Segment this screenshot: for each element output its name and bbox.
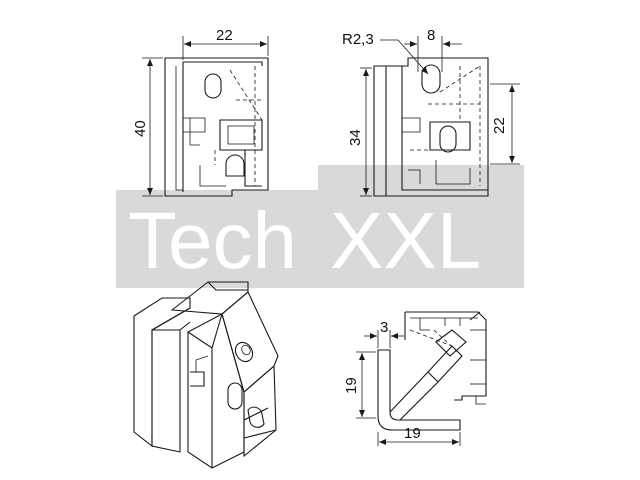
front-width-dimension: 22: [216, 27, 233, 44]
section-wall-dimension: 3: [380, 319, 388, 336]
watermark-right-text: XXL: [330, 196, 481, 285]
side-view: R2,3 8 34 22: [342, 27, 520, 197]
watermark-box: [318, 165, 524, 288]
front-view: 22 40: [132, 27, 269, 197]
side-inner-dimension: 22: [491, 117, 508, 134]
section-view: 3 19 19: [343, 311, 487, 446]
side-radius-label: R2,3: [342, 31, 374, 48]
isometric-view: [133, 281, 279, 469]
side-top-dimension: 8: [427, 27, 435, 44]
section-width-dimension: 19: [404, 425, 421, 442]
section-height-dimension: 19: [343, 377, 360, 394]
watermark: Tech XXL: [116, 165, 524, 288]
side-height-dimension: 34: [347, 129, 364, 146]
watermark-left-text: Tech: [128, 196, 297, 285]
front-height-dimension: 40: [132, 120, 149, 137]
